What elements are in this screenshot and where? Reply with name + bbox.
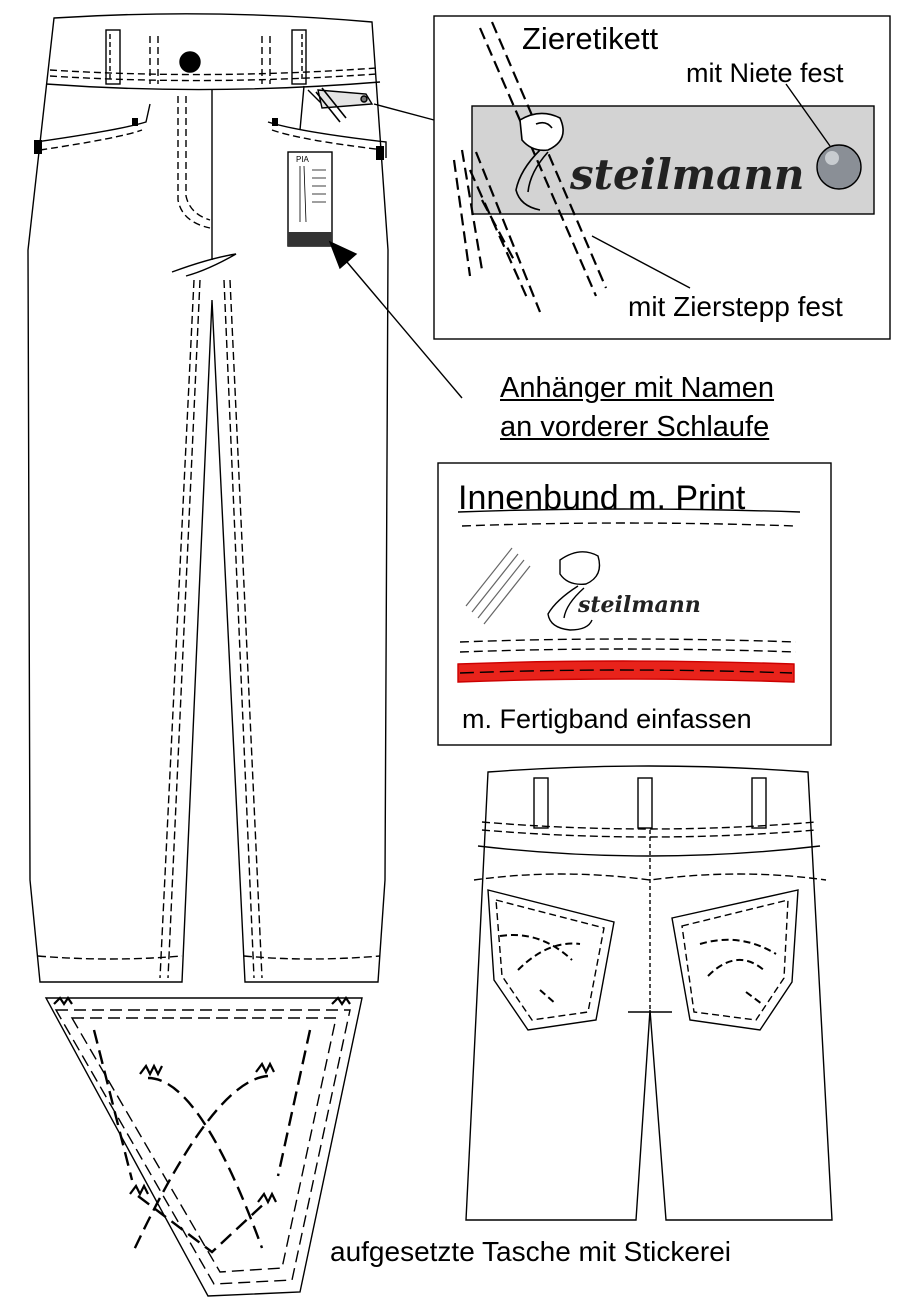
pocket-caption: aufgesetzte Tasche mit Stickerei <box>330 1236 732 1267</box>
front-outline <box>27 13 389 983</box>
hangtag-note-line2: an vorderer Schlaufe <box>500 411 770 443</box>
waistband-title: Innenbund m. Print <box>458 479 746 517</box>
front-pocket-left <box>35 103 151 143</box>
pocket-outline <box>44 997 363 1297</box>
trousers-front-view <box>27 13 389 983</box>
hangtag <box>287 85 374 247</box>
waistband-box <box>437 462 832 746</box>
waistband-mermaid <box>547 551 601 631</box>
waistband-brand: steilmann <box>578 592 701 618</box>
front-button <box>179 51 201 73</box>
ornament-label-box <box>373 15 891 340</box>
front-waistband-seam <box>45 81 381 91</box>
hangtag-name: PIA <box>296 155 309 164</box>
hangtag-pointer <box>328 240 463 399</box>
trousers-back-view <box>465 765 833 1221</box>
rivet-note: mit Niete fest <box>686 58 844 88</box>
rivet <box>816 144 862 190</box>
binding-note: m. Fertigband einfassen <box>462 704 752 734</box>
back-belt-loop <box>751 777 767 829</box>
back-pocket-left <box>487 889 615 1031</box>
front-belt-loop <box>291 29 307 85</box>
back-pocket-right <box>671 889 799 1031</box>
ornament-label-title: Zieretikett <box>522 21 659 56</box>
small-ornament-label <box>315 87 374 123</box>
stitch-note: mit Zierstepp fest <box>628 291 843 322</box>
back-belt-loop <box>637 777 653 829</box>
front-belt-loop <box>105 29 121 85</box>
binding-tape <box>457 660 795 683</box>
back-outline <box>465 765 833 1221</box>
back-belt-loop <box>533 777 549 829</box>
mermaid-motif <box>515 112 564 211</box>
pocket-detail <box>44 996 363 1297</box>
hangtag-card <box>287 151 333 247</box>
hangtag-note-line1: Anhänger mit Namen <box>500 372 775 404</box>
ornament-label-brand: steilmann <box>570 150 805 199</box>
